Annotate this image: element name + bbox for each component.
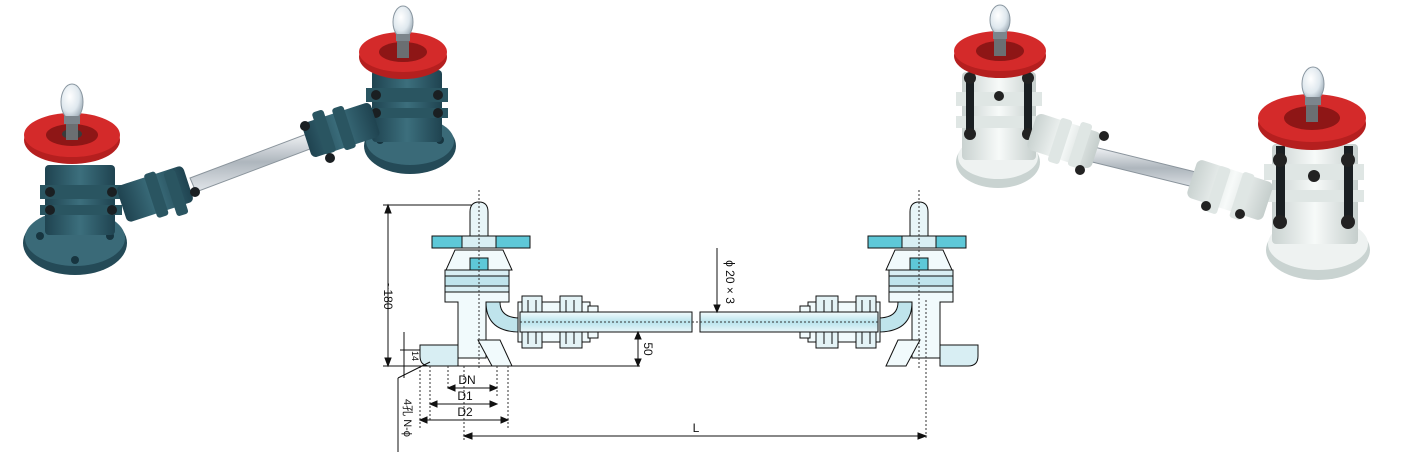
white-valve-assembly-photo bbox=[954, 4, 1370, 280]
flange-thickness-label: 14 bbox=[410, 351, 420, 361]
nominal-diameter-label: DN bbox=[458, 373, 475, 387]
tube-size-label: ϕ 20 × 3 bbox=[723, 260, 737, 304]
bolt-holes-label: 4孔 N-ϕ bbox=[401, 399, 414, 437]
flange-outer-label: D2 bbox=[457, 405, 473, 419]
technical-drawing bbox=[383, 190, 979, 452]
offset-label: 50 bbox=[641, 342, 655, 356]
bolt-circle-label: D1 bbox=[457, 389, 473, 403]
blue-valve-assembly-photo bbox=[23, 5, 456, 275]
overall-height-label: ~180 bbox=[381, 282, 395, 309]
left-valve-drawing bbox=[419, 201, 599, 367]
length-label: L bbox=[693, 421, 700, 435]
right-valve-drawing bbox=[799, 201, 979, 367]
